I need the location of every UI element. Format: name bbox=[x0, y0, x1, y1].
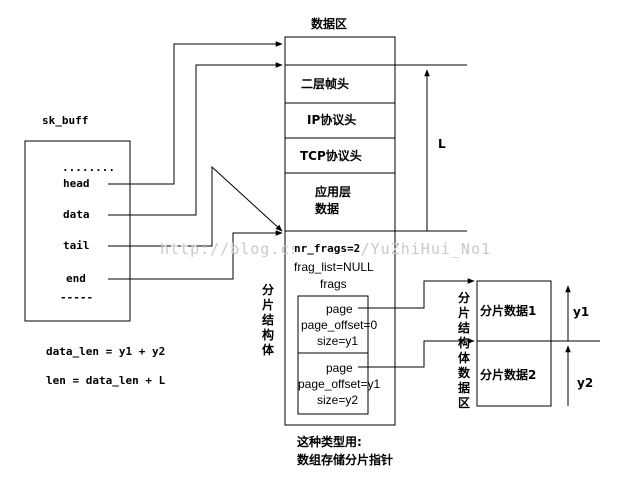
nr-frags-label: nr_frags=2 bbox=[294, 242, 361, 255]
frag-list-label: frag_list=NULL bbox=[294, 260, 374, 274]
end-pointer-arrow bbox=[108, 230, 283, 280]
sk-buff-box bbox=[24, 140, 131, 322]
sk-buff-field-tail: tail bbox=[63, 239, 90, 252]
frag-data-area-label: 分片结构体数据区 bbox=[457, 291, 470, 410]
frag-struct-label: 分片结构体 bbox=[261, 283, 274, 357]
caption-line-2: 数组存储分片指针 bbox=[297, 453, 394, 467]
y2-label: y2 bbox=[577, 376, 594, 390]
y1-label: y1 bbox=[573, 305, 590, 319]
length-label: L bbox=[438, 137, 446, 151]
tail-pointer-arrow bbox=[108, 165, 283, 247]
data-area-row-tcp-header: TCP协议头 bbox=[300, 149, 362, 163]
page2-pointer-arrow bbox=[358, 338, 475, 368]
data-pointer-arrow bbox=[108, 62, 283, 216]
formula-len: len = data_len + L bbox=[46, 374, 166, 387]
data-area-row-app-layer: 应用层 bbox=[315, 185, 352, 199]
head-pointer-arrow bbox=[108, 41, 283, 185]
page1-pointer-arrow bbox=[358, 278, 475, 309]
frag2-size-label: size=y2 bbox=[317, 393, 359, 407]
caption-line-1: 这种类型用: bbox=[297, 435, 362, 449]
frag-data-2: 分片数据2 bbox=[480, 368, 537, 382]
data-area-row-data: 数据 bbox=[315, 202, 340, 216]
frag1-offset-label: page_offset=0 bbox=[301, 318, 378, 332]
data-area-row-ip-header: IP协议头 bbox=[307, 113, 357, 127]
frag1-page-label: page bbox=[326, 302, 353, 316]
frags-label: frags bbox=[320, 277, 347, 291]
data-area-title: 数据区 bbox=[311, 17, 348, 31]
sk-buff-field-head: head bbox=[63, 177, 90, 190]
frag2-offset-label: page_offset=y1 bbox=[298, 377, 381, 391]
sk-buff-field-data: data bbox=[63, 208, 90, 221]
frag2-page-label: page bbox=[326, 361, 353, 375]
sk-buff-bottom-dots: ----- bbox=[60, 291, 94, 304]
frag-data-1: 分片数据1 bbox=[480, 304, 537, 318]
frags-array-box bbox=[297, 295, 369, 415]
sk-buff-title: sk_buff bbox=[42, 114, 89, 127]
frag1-size-label: size=y1 bbox=[317, 334, 359, 348]
sk-buff-field-end: end bbox=[66, 272, 86, 285]
data-area-row-l2-header: 二层帧头 bbox=[301, 77, 350, 91]
formula-data-len: data_len = y1 + y2 bbox=[46, 345, 166, 358]
sk-buff-top-dots: ........ bbox=[62, 161, 115, 174]
data-area-box bbox=[284, 36, 396, 232]
frag-data-box bbox=[476, 280, 552, 407]
